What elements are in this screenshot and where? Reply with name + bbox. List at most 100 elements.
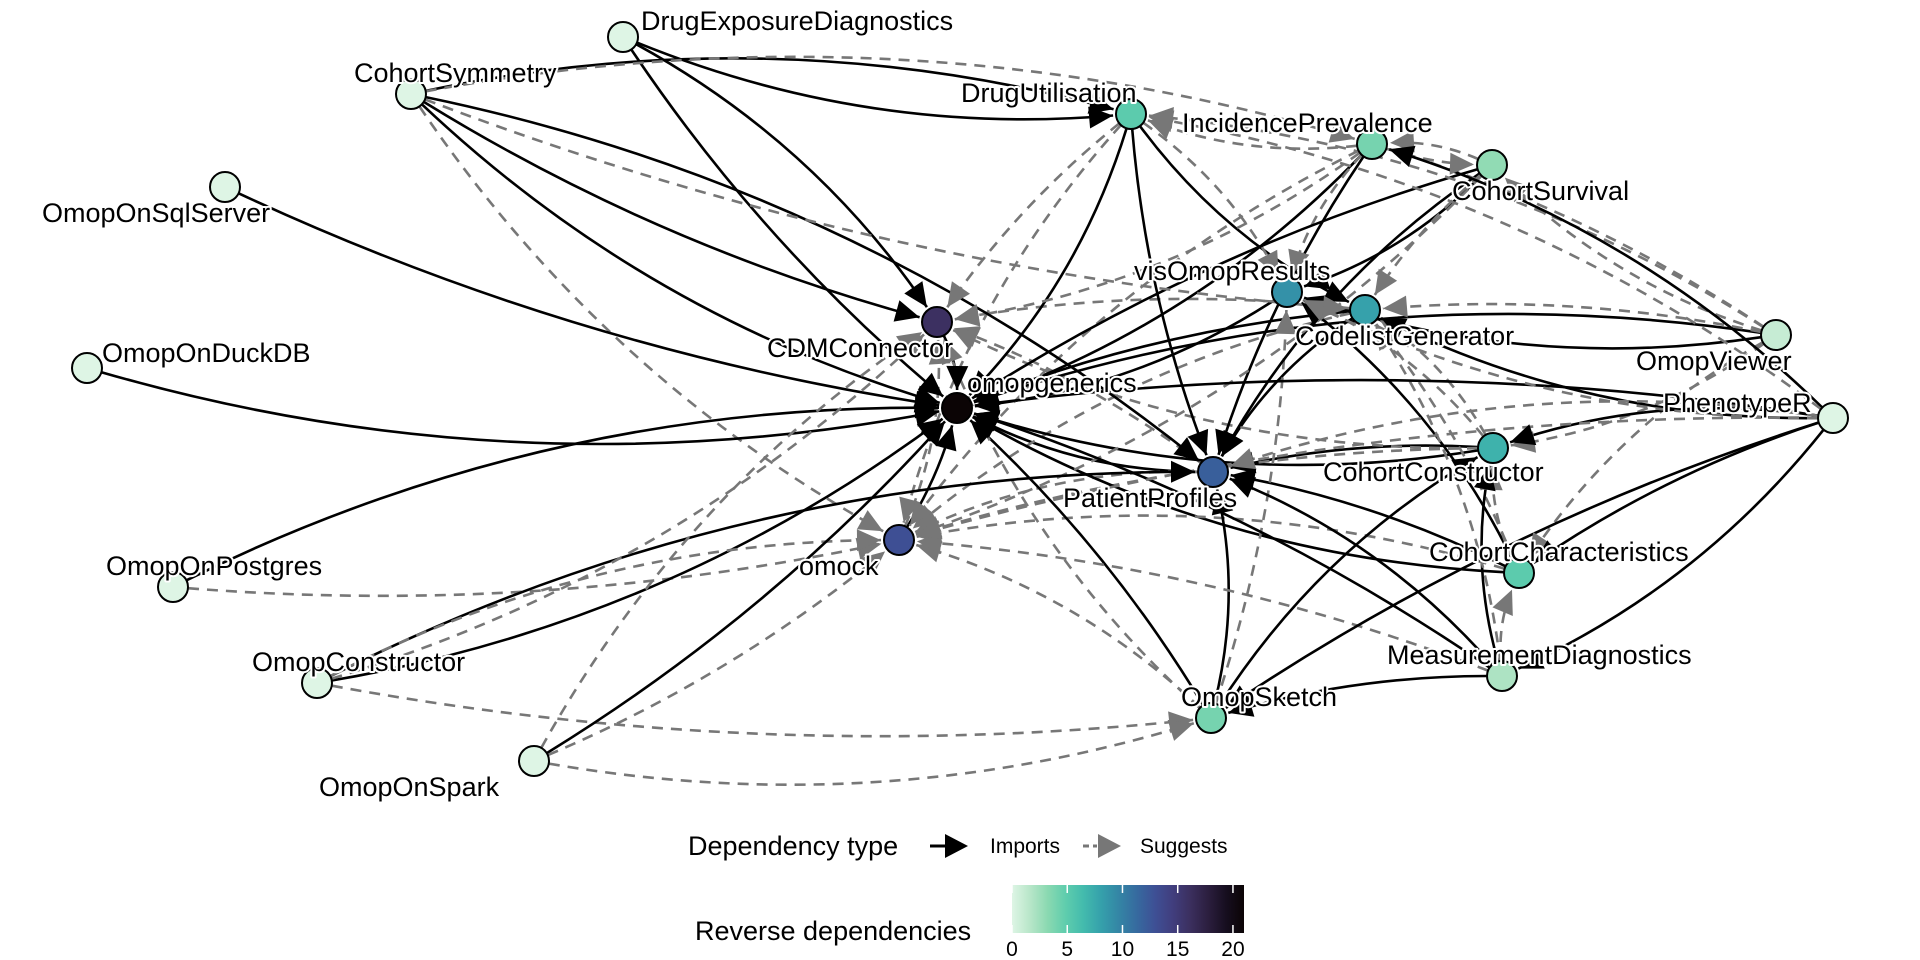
node-label: DrugExposureDiagnostics	[641, 6, 953, 36]
edge-imports	[546, 420, 946, 755]
edge-suggests	[1302, 298, 1819, 420]
node-PatientProfiles	[1197, 456, 1229, 488]
arrowhead-suggests	[1382, 295, 1408, 318]
arrowhead-suggests	[1257, 249, 1279, 277]
arrowhead-imports	[935, 425, 957, 452]
color-bar	[1012, 885, 1244, 933]
node-label: DrugUtilisation	[961, 78, 1137, 108]
suggests-arrow-icon	[1098, 834, 1121, 858]
arrowhead-suggests	[859, 551, 886, 576]
node-PhenotypeR	[1817, 402, 1849, 434]
color-bar-tick-label: 15	[1166, 938, 1189, 960]
edge-suggests	[1375, 323, 1515, 560]
node-DrugExposureDiagnostics	[607, 21, 639, 53]
node-label: visOmopResults	[1134, 256, 1331, 286]
arrowhead-suggests	[856, 510, 884, 532]
node-CDMConnector	[921, 306, 953, 338]
arrowhead-suggests	[954, 304, 981, 327]
arrowhead-imports	[946, 365, 969, 390]
arrowhead-imports	[893, 300, 920, 322]
node-CohortConstructor	[1477, 432, 1509, 464]
nodes	[71, 21, 1849, 777]
edge-imports	[1218, 455, 1479, 707]
node-label: CohortCharacteristics	[1429, 537, 1689, 567]
legend-label-suggests: Suggests	[1140, 835, 1228, 858]
edge-suggests	[915, 416, 1819, 537]
edge-imports	[1229, 477, 1494, 666]
node-IncidencePrevalence	[1356, 128, 1388, 160]
edge-imports	[1388, 148, 1824, 409]
arrowhead-suggests	[1328, 121, 1355, 143]
edge-suggests	[902, 124, 1122, 523]
arrowhead-imports	[1211, 489, 1234, 516]
arrowhead-suggests	[916, 518, 943, 540]
edge-imports	[185, 406, 940, 582]
edge-imports	[971, 167, 1478, 400]
node-omock	[883, 524, 915, 556]
arrowhead-suggests	[909, 499, 933, 526]
arrowhead-imports	[1225, 685, 1252, 708]
edge-suggests	[1503, 176, 1763, 332]
edge-suggests	[911, 312, 1351, 530]
node-label: OmopOnPostgres	[106, 551, 322, 581]
edge-arrowheads	[855, 92, 1560, 741]
edge-suggests	[1510, 342, 1765, 447]
edge-imports	[630, 48, 945, 398]
arrowhead-suggests	[947, 281, 970, 308]
node-CodelistGenerator	[1349, 294, 1381, 326]
edge-imports	[974, 378, 1819, 417]
edge-suggests	[331, 684, 1194, 738]
arrowhead-imports	[1304, 268, 1331, 290]
edge-suggests	[916, 514, 1505, 570]
edge-imports	[1213, 489, 1231, 704]
arrowhead-imports	[1171, 460, 1195, 483]
arrowhead-suggests	[1148, 110, 1175, 133]
arrowhead-imports	[1518, 648, 1545, 669]
node-OmopOnSqlServer	[209, 171, 241, 203]
node-visOmopResults	[1271, 276, 1303, 308]
arrowhead-suggests	[1529, 532, 1552, 558]
arrowhead-suggests	[896, 332, 923, 355]
node-label: PhenotypeR	[1663, 388, 1812, 418]
arrowhead-imports	[1451, 457, 1478, 479]
node-label: CDMConnector	[767, 333, 953, 363]
arrowhead-imports	[1087, 92, 1114, 114]
arrowhead-suggests	[1288, 248, 1310, 275]
node-DrugUtilisation	[1115, 98, 1147, 130]
node-CohortCharacteristics	[1503, 557, 1535, 589]
edge-suggests	[1147, 119, 1358, 150]
color-bar-tick-label: 20	[1221, 938, 1244, 960]
edge-imports	[1517, 428, 1825, 670]
legend-key-imports: Imports	[930, 834, 1060, 858]
arrowhead-suggests	[1504, 177, 1530, 203]
edge-imports	[331, 417, 944, 682]
node-label: OmopOnSpark	[319, 772, 500, 802]
edges	[101, 41, 1825, 786]
arrowhead-imports	[914, 396, 939, 419]
arrowhead-suggests	[1375, 324, 1398, 351]
edge-imports	[971, 415, 1505, 574]
edge-suggests	[954, 151, 1361, 321]
edge-imports	[1300, 301, 1514, 561]
edge-imports	[636, 41, 1114, 121]
arrowhead-imports	[969, 370, 995, 396]
arrowhead-imports	[1510, 424, 1537, 446]
edge-suggests	[548, 722, 1195, 786]
edge-imports	[1230, 473, 1507, 568]
node-label: MeasurementDiagnostics	[1387, 640, 1692, 670]
arrowhead-suggests	[1303, 300, 1330, 321]
edge-imports	[968, 127, 1128, 397]
edge-imports	[329, 470, 1196, 678]
node-label: PatientProfiles	[1063, 483, 1237, 513]
edge-imports	[421, 103, 941, 405]
color-bar-tick-label: 0	[1006, 938, 1018, 960]
edge-suggests	[1229, 400, 1819, 468]
node-OmopConstructor	[301, 667, 333, 699]
arrowhead-suggests	[1274, 310, 1297, 335]
edge-imports	[425, 57, 1114, 111]
node-label: CodelistGenerator	[1295, 321, 1514, 351]
arrowhead-suggests	[1322, 295, 1348, 318]
node-OmopOnSpark	[518, 745, 550, 777]
arrowhead-imports	[1229, 477, 1257, 498]
